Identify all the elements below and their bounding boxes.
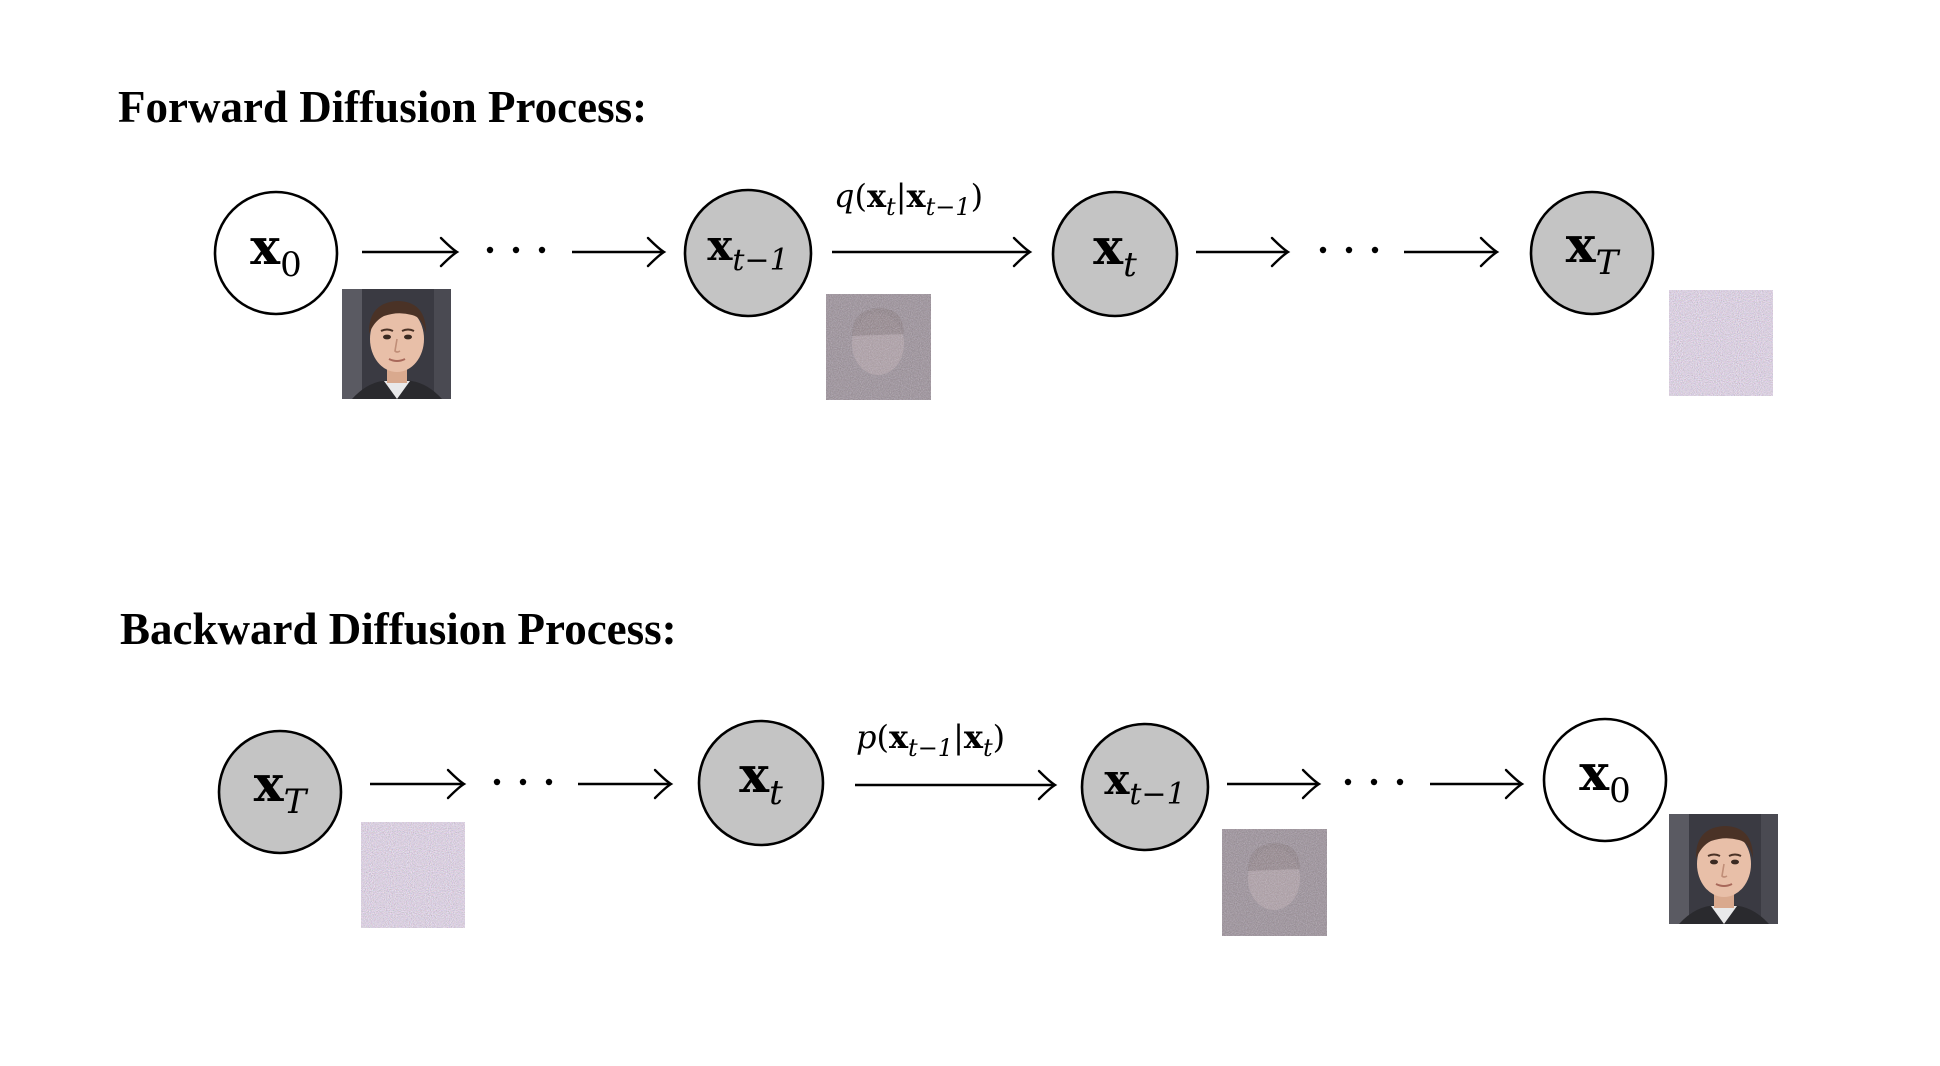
backward-node-xt-minus-1-sub: t−1 (1129, 777, 1185, 812)
backward-node-xT-main: x (254, 754, 285, 813)
backward-node-x0-sub: 0 (1609, 771, 1631, 811)
backward-arrow-1 (370, 768, 467, 800)
svg-text:xT: xT (254, 754, 309, 822)
forward-node-xt-circle (1051, 190, 1179, 318)
backward-arrow-4 (1430, 768, 1525, 800)
backward-node-xt: xt (697, 719, 825, 847)
svg-text:x0: x0 (250, 217, 301, 285)
backward-node-xt-sub: t (769, 773, 783, 813)
forward-node-xt-minus-1: xt−1 (683, 188, 813, 318)
forward-node-xt-main: x (1093, 217, 1124, 276)
backward-ellipsis-1 (493, 778, 553, 786)
forward-node-x0: x0 (213, 190, 339, 316)
backward-title: Backward Diffusion Process: (120, 604, 677, 654)
forward-node-x0-sub: 0 (280, 245, 302, 285)
forward-node-xt: xt (1051, 190, 1179, 318)
forward-node-xT: xT (1529, 190, 1655, 316)
forward-node-xT-sub: T (1596, 243, 1621, 283)
backward-ellipsis-2 (1344, 778, 1404, 786)
forward-ellipsis-1 (486, 246, 546, 254)
backward-arrow-2 (578, 768, 674, 800)
backward-image-noisy-face (1222, 829, 1327, 936)
backward-node-xt-minus-1-circle (1080, 722, 1210, 852)
forward-node-xT-main: x (1566, 215, 1597, 274)
forward-image-noisy-face (826, 294, 931, 400)
forward-node-xt-minus-1-main: x (707, 221, 733, 270)
svg-text:x0: x0 (1579, 743, 1630, 811)
svg-text:xt−1: xt−1 (707, 221, 788, 278)
svg-text:xT: xT (1566, 215, 1621, 283)
backward-arrow-main (855, 769, 1058, 801)
forward-node-xT-circle (1529, 190, 1655, 316)
forward-arrow-2 (572, 236, 667, 268)
backward-edge-label: p(xt−1|xt) (856, 718, 1005, 762)
forward-node-x0-circle (213, 190, 339, 316)
forward-section: Forward Diffusion Process: x0 xt− (118, 82, 1773, 400)
forward-arrow-main (832, 236, 1033, 268)
forward-image-noise (1669, 290, 1773, 396)
backward-section: Backward Diffusion Process: xT xt (120, 604, 1778, 936)
forward-arrow-3 (1196, 236, 1291, 268)
backward-node-xT: xT (217, 729, 343, 855)
forward-title: Forward Diffusion Process: (118, 82, 647, 132)
forward-node-xt-minus-1-sub: t−1 (732, 243, 788, 278)
backward-node-xt-main: x (739, 745, 770, 804)
forward-arrow-4 (1404, 236, 1500, 268)
backward-node-xT-circle (217, 729, 343, 855)
forward-arrow-1 (362, 236, 460, 268)
backward-node-xt-minus-1-main: x (1104, 755, 1130, 804)
backward-image-noise (361, 822, 465, 928)
svg-text:xt: xt (739, 745, 783, 813)
backward-image-face (1669, 814, 1778, 924)
forward-ellipsis-2 (1319, 246, 1379, 254)
forward-node-xt-minus-1-circle (683, 188, 813, 318)
forward-image-face (342, 289, 451, 399)
backward-node-x0: x0 (1542, 717, 1668, 843)
forward-edge-label: q(xt|xt−1) (834, 177, 983, 221)
backward-node-xT-sub: T (284, 782, 309, 822)
svg-text:xt−1: xt−1 (1104, 755, 1185, 812)
forward-node-x0-main: x (250, 217, 281, 276)
forward-node-xt-sub: t (1123, 245, 1137, 285)
backward-node-x0-circle (1542, 717, 1668, 843)
backward-arrow-3 (1227, 768, 1322, 800)
backward-node-x0-main: x (1579, 743, 1610, 802)
backward-node-xt-circle (697, 719, 825, 847)
svg-text:xt: xt (1093, 217, 1137, 285)
backward-node-xt-minus-1: xt−1 (1080, 722, 1210, 852)
